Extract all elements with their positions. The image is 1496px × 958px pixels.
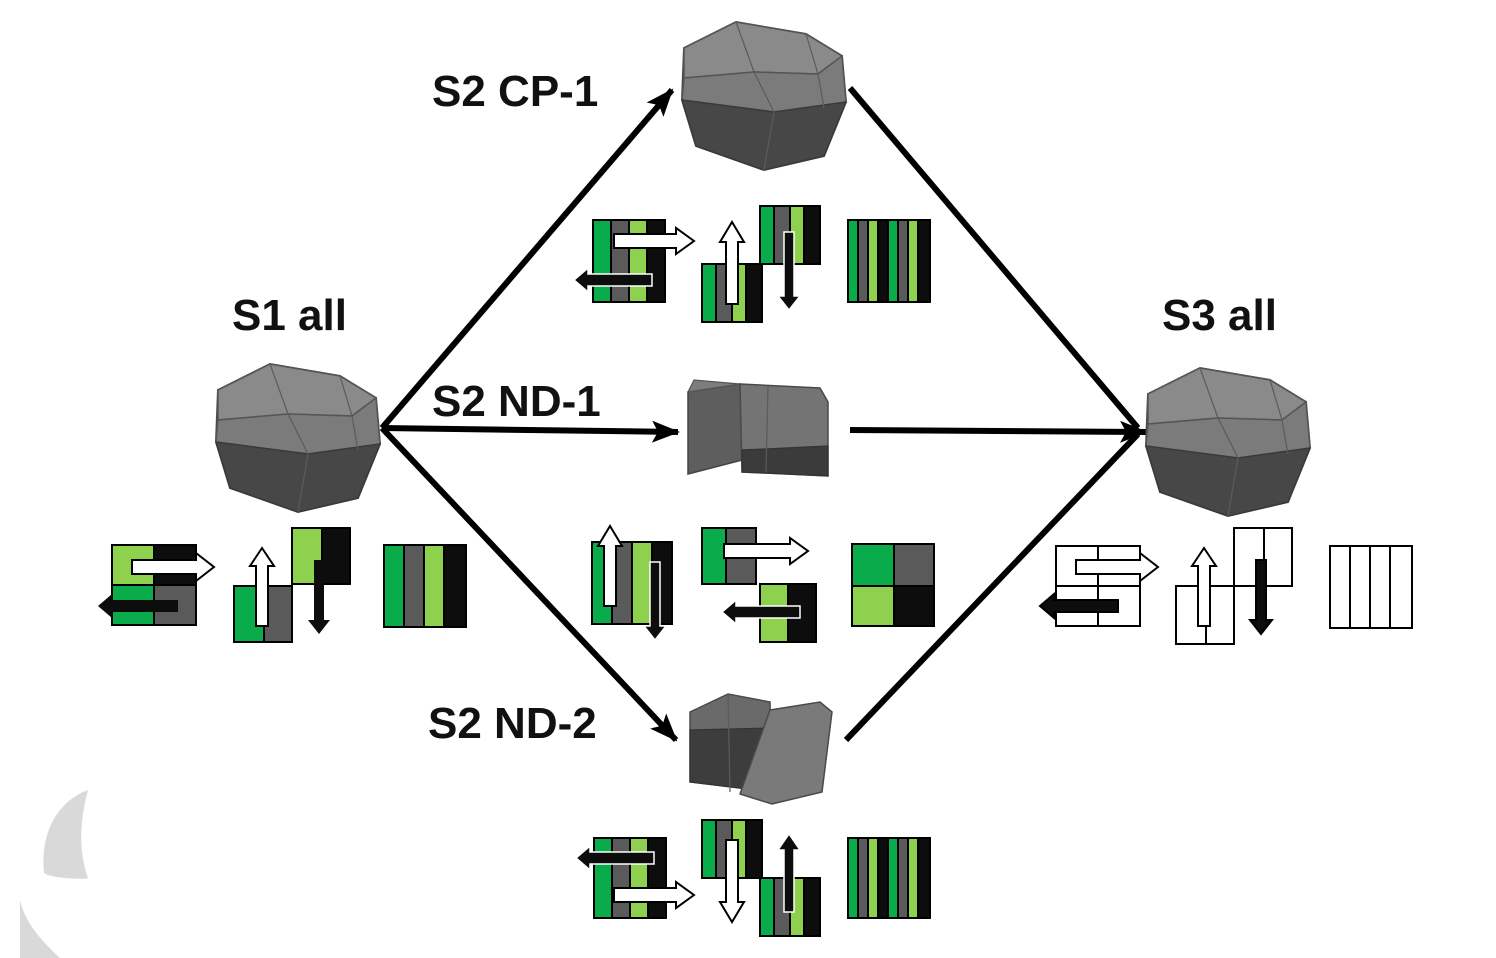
nd1-grid-icon [851, 543, 935, 627]
nd1-slide-icon [591, 524, 673, 642]
polyhedron-cp1-icon [681, 21, 847, 171]
s3-stripes-icon [1329, 545, 1413, 629]
label-s2-nd1: S2 ND-1 [432, 377, 601, 426]
label-s2-nd2: S2 ND-2 [428, 699, 597, 748]
nd2-shift-icon [574, 837, 696, 919]
label-s3: S3 all [1162, 291, 1277, 340]
polyhedron-nd1-icon [687, 379, 829, 477]
arrow-s1-to-nd2 [379, 425, 679, 743]
cp1-stripes-icon [847, 219, 931, 303]
s1-slide-icon [233, 527, 351, 643]
s3-shift-icon [1038, 545, 1160, 627]
arrow-nd1-to-s3 [849, 420, 1148, 443]
arrow-s1-to-cp1 [379, 88, 675, 430]
line-cp1-to-s3 [847, 86, 1141, 430]
nd1-shift-icon [701, 527, 817, 643]
polyhedron-nd2-icon [689, 693, 833, 805]
nd2-stripes-icon [847, 837, 931, 919]
cp1-shift-icon [572, 219, 696, 303]
line-nd2-to-s3 [843, 431, 1141, 743]
label-s2-cp1: S2 CP-1 [432, 67, 598, 116]
polyhedron-s3-icon [1145, 367, 1311, 517]
s1-stripes-icon [383, 544, 467, 628]
watermark-logo [20, 790, 88, 958]
nd2-slide-icon [701, 819, 821, 937]
polyhedron-s1-icon [215, 363, 381, 513]
label-s1: S1 all [232, 291, 347, 340]
s3-slide-icon [1175, 527, 1293, 645]
cp1-slide-icon [701, 205, 821, 323]
arrow-s1-to-nd1 [381, 420, 680, 443]
arrows [379, 86, 1148, 743]
s1-shift-icon [98, 544, 216, 626]
